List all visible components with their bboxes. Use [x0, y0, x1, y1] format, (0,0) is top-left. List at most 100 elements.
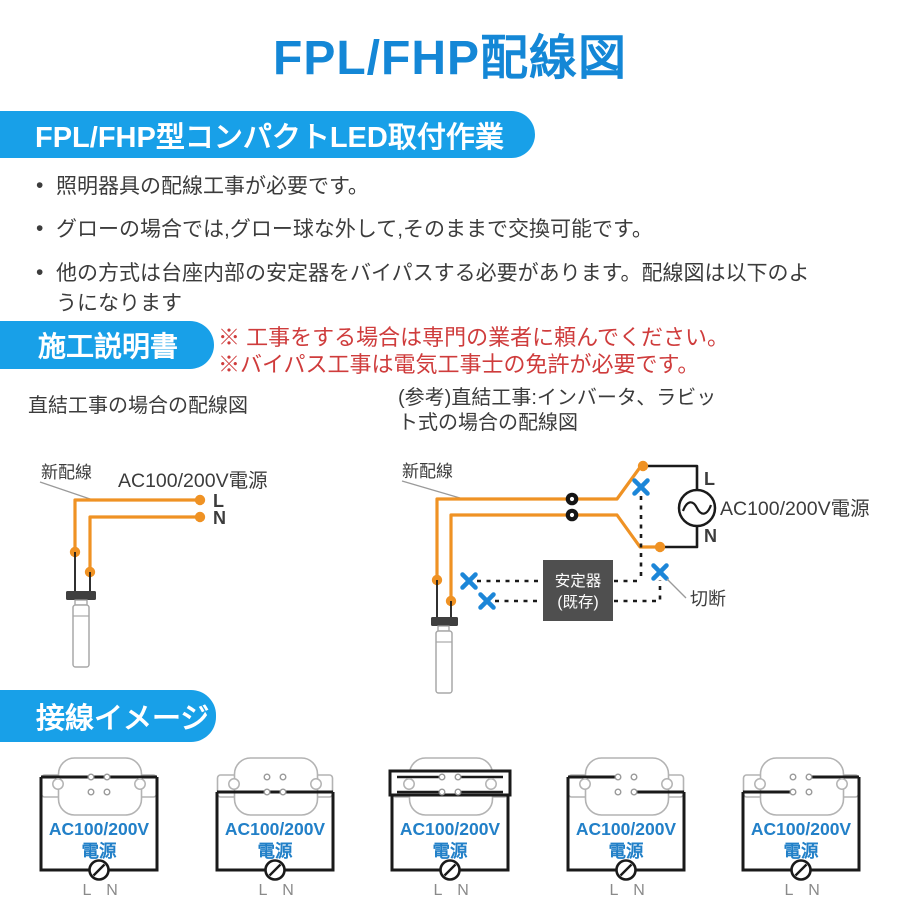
lamp-pin	[805, 773, 813, 781]
ac-source-icon	[790, 859, 812, 881]
terminal-l-label: L	[258, 882, 267, 899]
wire-n	[449, 513, 660, 601]
cut-x-icon	[632, 478, 650, 496]
lamp-pin	[262, 773, 270, 781]
lamp-pin	[613, 788, 621, 796]
page-title: FPL/FHP配線図	[273, 32, 627, 85]
lamp-power-label-line1: AC100/200V	[49, 819, 150, 839]
terminal-dot-l	[194, 494, 206, 506]
ac-source-icon	[88, 859, 110, 881]
lamp-tube	[435, 630, 453, 694]
cut-label-leader-line	[666, 578, 687, 599]
ballast-label-line2: (既存)	[557, 593, 598, 611]
terminal-dot-n	[194, 511, 206, 523]
terminal-l-label: L	[83, 882, 92, 899]
lamp-connection-diagram: AC100/200V 電源 L N	[39, 757, 159, 899]
lamp-power-label-line1: AC100/200V	[224, 819, 325, 839]
wire-l	[73, 498, 200, 552]
lamp-connection-diagram: AC100/200V 電源 L N	[215, 757, 334, 899]
old-wiring-dashed	[477, 496, 662, 603]
lamp-power-label-line1: AC100/200V	[400, 819, 501, 839]
terminal-n-label: N	[633, 882, 645, 899]
section-banner-install-label: FPL/FHP型コンパクトLED取付作業	[35, 121, 504, 154]
lamp-power-label-line1: AC100/200V	[751, 819, 852, 839]
ballast-box: 安定器 (既存)	[543, 560, 613, 621]
lamp-pin	[789, 788, 797, 796]
install-note-2: グローの場合では,グロー球な外して,そのままで交換可能です。	[34, 214, 869, 245]
ac-source-icon	[677, 488, 717, 528]
base-hole-left	[52, 778, 64, 790]
ac-source-icon	[439, 859, 461, 881]
lamp-connection-diagram: AC100/200V 電源 L N	[741, 757, 861, 899]
lamp-connection-diagram: AC100/200V 電源 L N	[566, 757, 685, 899]
terminal-n-label: N	[704, 526, 717, 546]
terminal-l-label: L	[213, 491, 224, 511]
lamp-pin	[103, 788, 111, 796]
new-wiring-label: 新配線	[41, 463, 92, 482]
lamp-pin	[629, 773, 637, 781]
lamp-socket	[431, 617, 458, 626]
terminal-n-label: N	[213, 508, 226, 528]
warning-note-2: ※バイパス工事は電気工事士の免許が必要です。	[218, 352, 700, 377]
power-label: AC100/200V電源	[118, 470, 268, 492]
terminal-dot-n	[654, 541, 666, 553]
direct-wiring-diagram: 新配線 AC100/200V電源 L N	[39, 463, 268, 668]
lamp-lead-wires	[436, 580, 452, 617]
terminal-dot-l	[637, 460, 649, 472]
lamp-pin	[87, 788, 95, 796]
base-hole-left	[227, 778, 240, 790]
ac-source-icon	[263, 859, 286, 881]
new-wiring-label: 新配線	[402, 462, 453, 481]
new-wiring-leader-line	[401, 480, 461, 499]
compact-lamp	[66, 591, 96, 668]
wire-nut-connectors	[565, 492, 579, 522]
power-label: AC100/200V電源	[720, 498, 870, 520]
lamp-pin	[87, 773, 95, 781]
cut-label: 切断	[690, 589, 726, 609]
lamp-power-label-line2: 電源	[257, 841, 292, 861]
lamp-pin	[613, 773, 621, 781]
terminal-n-label: N	[106, 882, 118, 899]
base-hole-left	[403, 778, 415, 790]
warning-notes: ※ 工事をする場合は専門の業者に頼んでください。 ※バイパス工事は電気工事士の免…	[218, 324, 729, 378]
lamp-connection-diagram: AC100/200V 電源 L N	[388, 757, 512, 899]
ballast-label-line1: 安定器	[555, 572, 602, 590]
new-wiring-leader-line	[39, 481, 97, 502]
lamp-pin	[805, 788, 813, 796]
lamp-power-label-line1: AC100/200V	[575, 819, 676, 839]
install-note-3: 他の方式は台座内部の安定器をバイパスする必要があります。配線図は以下のよ うにな…	[34, 258, 869, 320]
wire-n	[88, 515, 200, 572]
terminal-n-label: N	[457, 882, 469, 899]
base-hole-left	[578, 778, 591, 790]
section-banner-instructions-label: 施工説明書	[38, 331, 179, 362]
lamp-power-label-line2: 電源	[608, 841, 643, 861]
lamp-pin	[629, 788, 637, 796]
compact-lamp	[431, 617, 458, 694]
lamp-pin	[454, 773, 462, 781]
lamp-pin	[454, 788, 462, 796]
new-wires	[73, 498, 200, 572]
lamp-pin	[278, 788, 286, 796]
lamp-lead-wires	[74, 552, 91, 592]
base-hole-left	[754, 778, 766, 790]
base-hole-right	[485, 778, 497, 790]
terminal-l-label: L	[785, 882, 794, 899]
cut-x-icons	[460, 478, 669, 610]
cut-x-icon	[651, 563, 669, 581]
lamp-pin	[278, 773, 286, 781]
base-hole-right	[836, 778, 848, 790]
connection-diagrams-row: AC100/200V 電源 L N AC100/200V 電源	[0, 744, 900, 900]
lamp-pin	[103, 773, 111, 781]
section-banner-install: FPL/FHP型コンパクトLED取付作業	[0, 111, 535, 158]
warning-note-1: ※ 工事をする場合は専門の業者に頼んでください。	[218, 325, 730, 350]
cut-x-icon	[460, 572, 478, 590]
base-hole-right	[134, 778, 146, 790]
section-banner-instructions: 施工説明書	[0, 321, 214, 369]
lamp-power-label-line2: 電源	[82, 841, 117, 861]
ac-source-icon	[614, 859, 637, 881]
reference-diagram-caption: (参考)直結工事:インバータ、ラビッ ト式の場合の配線図	[398, 387, 717, 434]
lamp-pin	[438, 773, 446, 781]
reference-wiring-diagram: 新配線 L N AC100/200V電源	[401, 460, 870, 694]
lamp-socket	[66, 591, 96, 600]
